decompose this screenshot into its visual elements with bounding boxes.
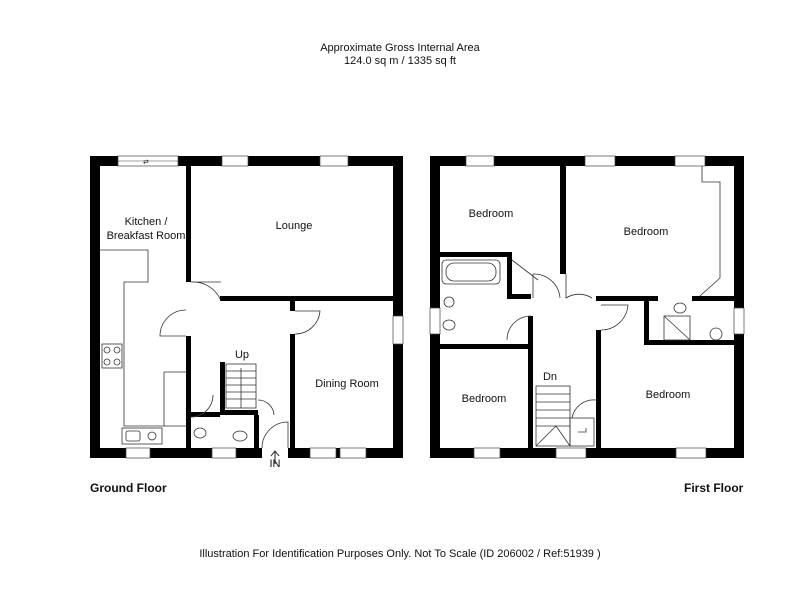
bath-icon	[441, 259, 501, 285]
gf-wall-dining-left	[290, 334, 295, 448]
ff-wall-bath-bottom	[440, 344, 528, 349]
ff-window-6	[675, 447, 707, 459]
gf-wall-bottom	[90, 448, 403, 458]
footer-disclaimer: Illustration For Identification Purposes…	[199, 548, 601, 560]
first-floor-plan: Bedroom Bedroom Bedroom Bedroom Dn	[429, 155, 745, 459]
ff-toilet-icon	[442, 319, 456, 331]
ff-window-1	[465, 155, 495, 167]
gf-room-lounge: Lounge	[276, 220, 313, 232]
gf-window-wc	[211, 447, 237, 459]
ff-window-2	[584, 155, 616, 167]
ff-window-3	[674, 155, 706, 167]
gf-wall-left	[90, 156, 100, 458]
gf-window-dining-side	[392, 315, 404, 345]
ff-room-bedroom-top-left: Bedroom	[469, 208, 514, 220]
ff-wall-bed1-bed2	[560, 166, 566, 274]
gf-entrance-label: IN	[270, 458, 281, 470]
ground-floor-plan: ⇄	[90, 155, 404, 470]
gf-room-dining: Dining Room	[315, 378, 379, 390]
ground-floor-label: Ground Floor	[90, 481, 167, 495]
ff-room-bedroom-top-right: Bedroom	[624, 226, 669, 238]
basin-icon	[232, 430, 248, 442]
ff-room-bedroom-bottom-right: Bedroom	[646, 389, 691, 401]
gf-window-dining-2	[339, 447, 367, 459]
ff-stairs-label: Dn	[543, 371, 557, 383]
entrance-arrow-icon	[270, 450, 280, 464]
ff-basin-icon	[443, 296, 455, 308]
gf-window-lounge-1	[221, 155, 249, 167]
ff-wall-left	[430, 156, 440, 458]
first-floor-label: First Floor	[684, 481, 744, 495]
shower-icon	[663, 315, 691, 341]
ff-window-5	[555, 447, 587, 459]
ff-wall-right	[734, 156, 744, 458]
ff-room-bedroom-bottom-left: Bedroom	[462, 393, 507, 405]
gf-stairs	[225, 363, 257, 409]
ensuite-basin-icon	[709, 327, 723, 341]
gf-stairs-label: Up	[235, 349, 249, 361]
gf-wall-lounge-bottom	[220, 296, 393, 301]
gf-wall-kitchen-lounge	[186, 166, 191, 282]
gf-wall-right	[393, 156, 403, 458]
gf-room-kitchen-line1: Kitchen /	[125, 216, 169, 228]
hob-icon	[101, 343, 123, 369]
sink-icon	[121, 427, 163, 445]
ff-wall-bottom	[430, 448, 744, 458]
ff-window-ensuite	[733, 307, 745, 335]
gf-room-kitchen-line2: Breakfast Room	[107, 230, 186, 242]
ff-window-bath	[429, 307, 441, 335]
area-value: 124.0 sq m / 1335 sq ft	[344, 55, 456, 67]
ff-window-4	[473, 447, 501, 459]
gf-window-lounge-2	[319, 155, 349, 167]
area-title: Approximate Gross Internal Area	[320, 42, 480, 54]
toilet-icon	[193, 427, 207, 439]
ff-stairs	[535, 385, 595, 447]
svg-text:⇄: ⇄	[143, 159, 149, 166]
gf-window-kitchen	[125, 447, 151, 459]
ensuite-toilet-icon	[673, 302, 687, 314]
gf-window-dining-1	[309, 447, 337, 459]
gf-wall-kitchen-hall	[186, 336, 191, 448]
